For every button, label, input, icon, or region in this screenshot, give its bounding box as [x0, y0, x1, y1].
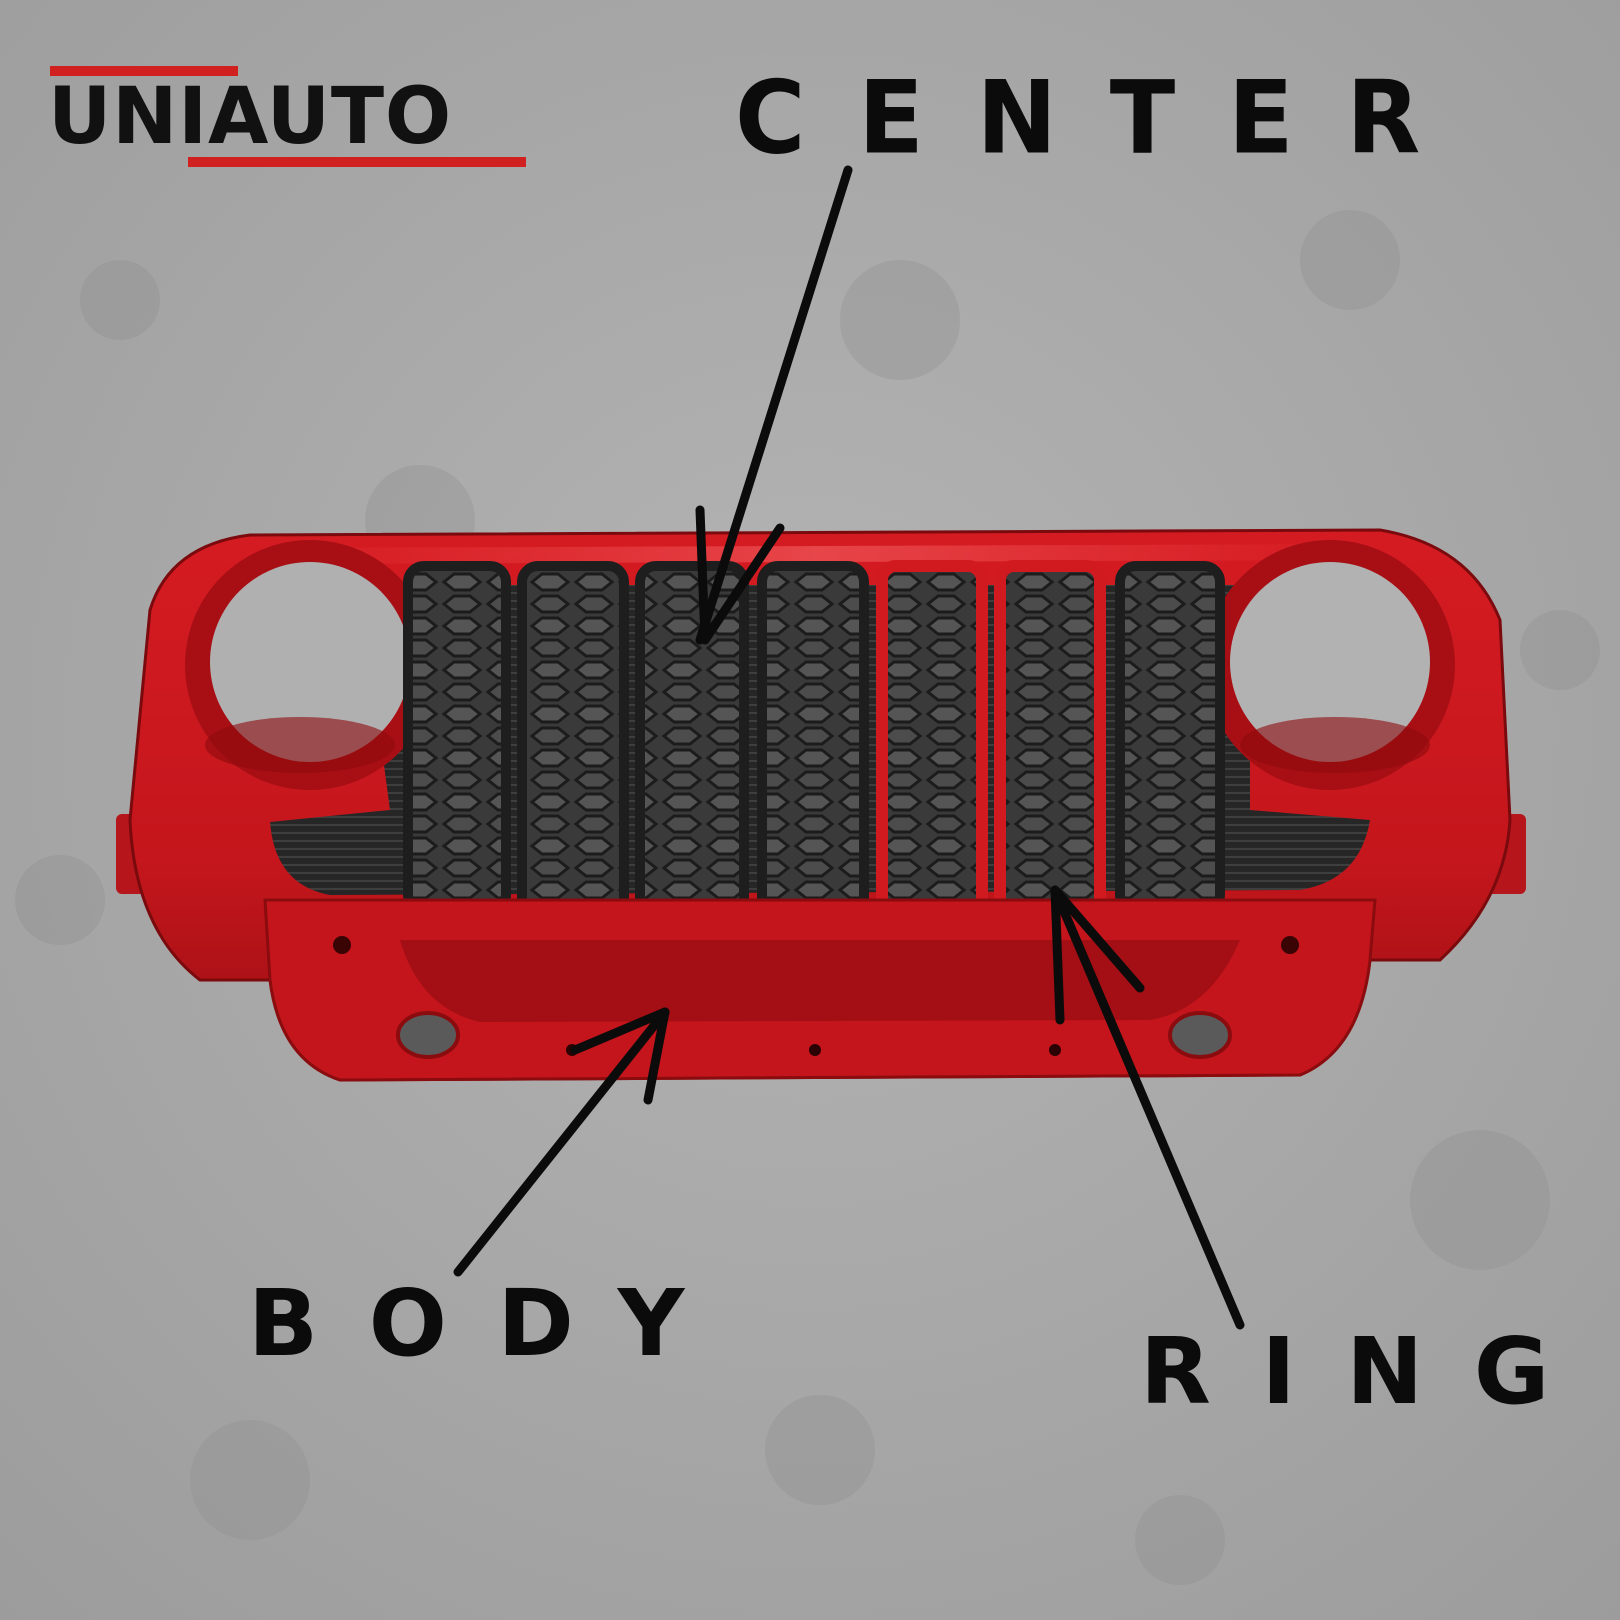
right-headlight-opening [1205, 540, 1455, 790]
body-highlight [260, 544, 1370, 564]
right-fog-hole [1168, 1011, 1232, 1059]
ring-arrow [1050, 885, 1245, 1330]
grille-slot-4 [757, 561, 869, 923]
grille-slot-5-red-ring [876, 560, 988, 922]
right-bolt-hole [1281, 936, 1299, 954]
grille-slot-6-red-ring [994, 560, 1106, 922]
grille-slot-1 [403, 561, 511, 916]
grille [116, 528, 1526, 1082]
grille-slot-3 [635, 561, 749, 923]
mount-hole-2 [809, 1044, 821, 1056]
grille-slot-2 [517, 561, 629, 923]
left-fog-hole [396, 1011, 460, 1059]
logo-accent-bar-top [50, 66, 238, 76]
grille-slots [403, 560, 1225, 923]
left-bolt-hole [333, 936, 351, 954]
body-label: BODY [248, 1270, 736, 1377]
grille-slot-7 [1115, 561, 1225, 916]
logo-text: UNIAUTO [48, 72, 452, 162]
center-arrow [695, 165, 853, 645]
annotation-arrows [453, 165, 1245, 1330]
mount-hole-3 [1049, 1044, 1061, 1056]
body-arrow [453, 1007, 670, 1277]
left-headlight-opening [185, 540, 435, 790]
brand-logo: UNIAUTO [48, 66, 528, 170]
ring-label: RING [1140, 1318, 1600, 1425]
lower-lip-channel [400, 940, 1240, 1022]
logo-accent-bar-bottom [188, 157, 526, 167]
center-label: CENTER [735, 59, 1474, 177]
background-speckles [15, 210, 1600, 1585]
